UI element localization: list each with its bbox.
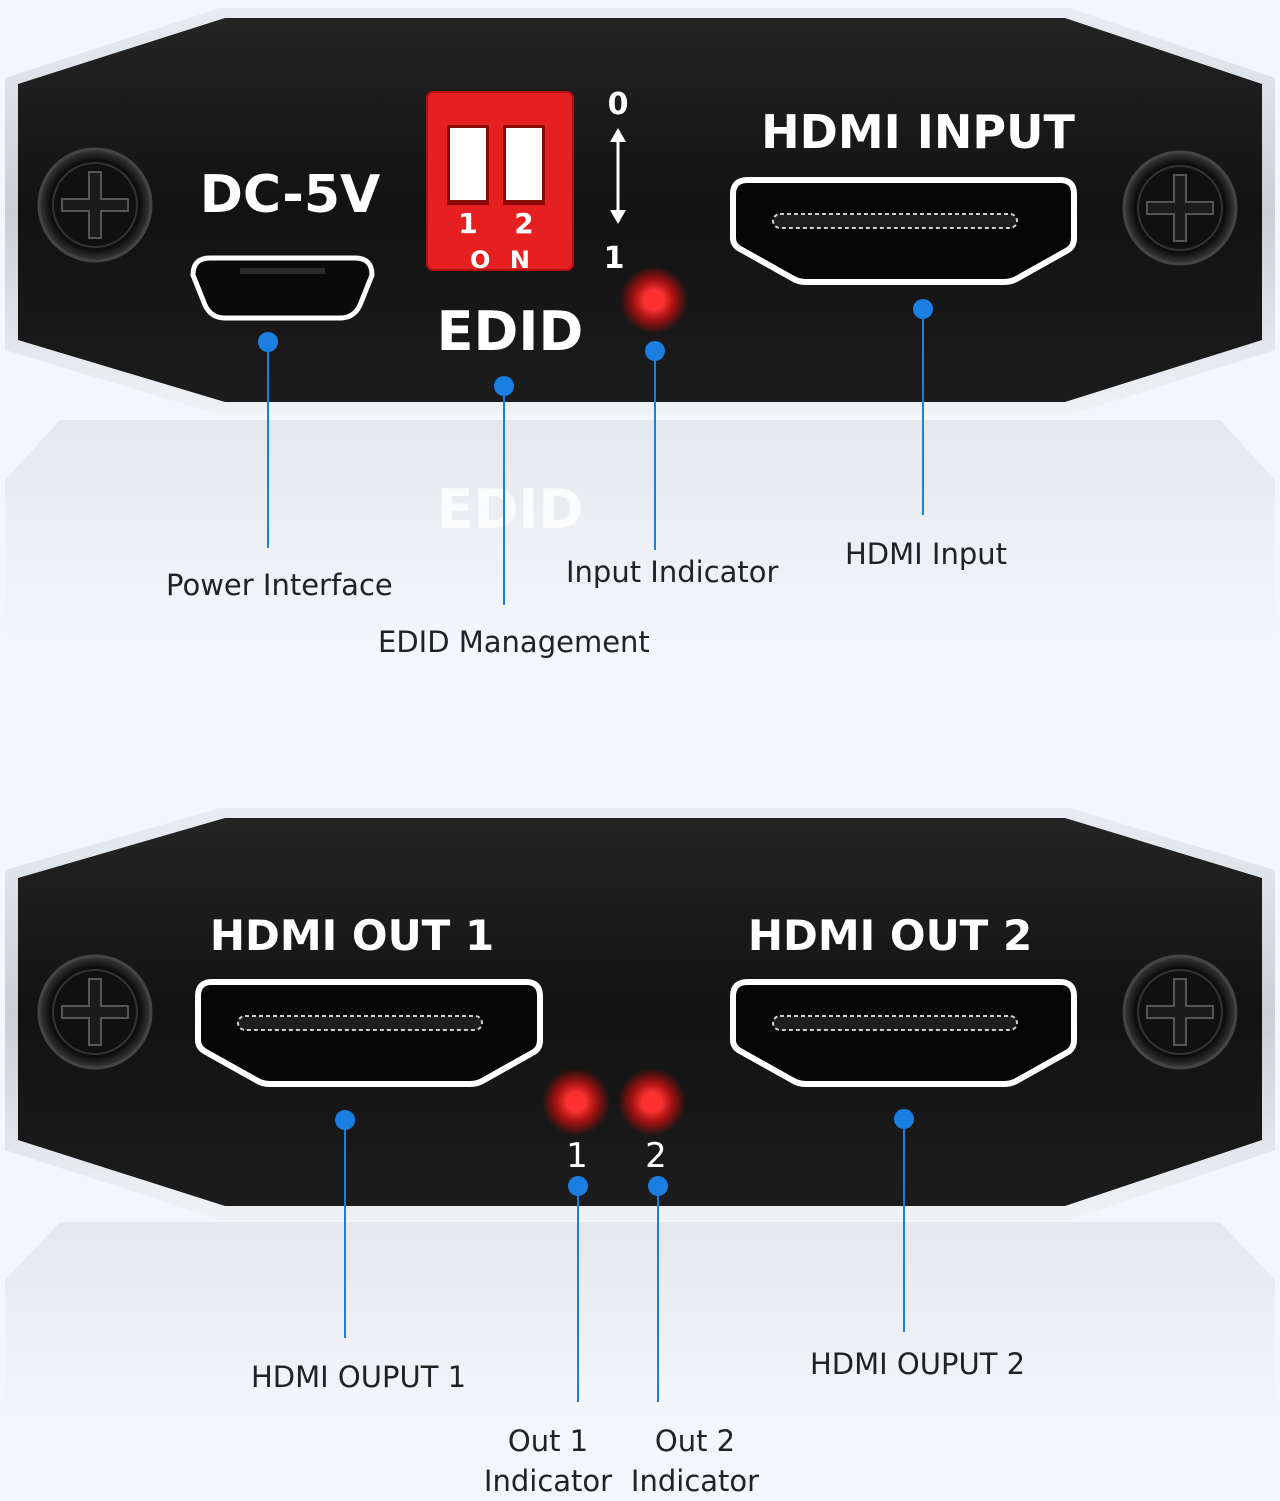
led-1-label: 1 [566, 1136, 588, 1176]
callout-dot-edid [494, 376, 514, 396]
edid-reflection-label: EDID [437, 478, 584, 541]
callout-dot-hdmi-output-1 [335, 1110, 355, 1130]
callout-out2-indicator-line2: Indicator [630, 1464, 760, 1498]
hdmi-input-label: HDMI INPUT [761, 105, 1075, 159]
callout-out2-indicator-line1: Out 2 [654, 1424, 736, 1458]
callout-dot-input-indicator [645, 341, 665, 361]
dip-switch-1-label: 1 [458, 207, 477, 240]
hdmi-out2-label: HDMI OUT 2 [748, 911, 1032, 960]
top-panel: DC-5V 1 2 ON 0 1 EDID [5, 8, 1275, 640]
callout-hdmi-output-2: HDMI OUPUT 2 [810, 1347, 1026, 1381]
top-panel-reflection [5, 420, 1275, 640]
callout-power-interface: Power Interface [166, 568, 393, 602]
callout-leaders [258, 299, 933, 1402]
hdmi-out1-label: HDMI OUT 1 [210, 911, 494, 960]
bottom-panel: HDMI OUT 1 HDMI OUT 2 1 2 [5, 808, 1275, 1420]
edid-label: EDID [437, 300, 584, 363]
callout-dot-power [258, 332, 278, 352]
screw-icon [1122, 150, 1238, 266]
led-2-label: 2 [645, 1136, 667, 1176]
output-2-led-core [642, 1092, 662, 1112]
screw-icon [37, 147, 153, 263]
callout-dot-hdmi-input [913, 299, 933, 319]
hdmi-output-2-port [730, 979, 1077, 1087]
input-led-core [644, 290, 664, 310]
callout-dot-out1-indicator [568, 1176, 588, 1196]
callout-hdmi-input: HDMI Input [845, 537, 1008, 571]
callout-edid-management: EDID Management [378, 625, 650, 659]
edid-dip-switch: 1 2 ON [426, 91, 574, 274]
output-1-led-core [566, 1092, 586, 1112]
dip-switch-2-label: 2 [514, 207, 533, 240]
double-arrow-icon [610, 128, 626, 224]
micro-usb-port [190, 255, 375, 321]
power-label: DC-5V [200, 165, 381, 225]
screw-icon [37, 954, 153, 1070]
callout-dot-hdmi-output-2 [894, 1109, 914, 1129]
callout-input-indicator: Input Indicator [566, 555, 779, 589]
bottom-panel-face [18, 818, 1262, 1206]
callout-dot-out2-indicator [648, 1176, 668, 1196]
hdmi-input-port [730, 177, 1077, 285]
bottom-panel-reflection [5, 1222, 1275, 1420]
callout-hdmi-output-1: HDMI OUPUT 1 [251, 1360, 467, 1394]
callout-out1-indicator-line2: Indicator [483, 1464, 613, 1498]
hdmi-output-1-port [195, 979, 543, 1087]
dip-scale-bottom-label: 1 [604, 241, 625, 276]
callout-out2-indicator: Out 2 Indicator [626, 1421, 764, 1501]
dip-scale-top-label: 0 [608, 87, 629, 122]
callout-out1-indicator: Out 1 Indicator [480, 1421, 616, 1501]
callout-out1-indicator-line1: Out 1 [507, 1424, 589, 1458]
screw-icon [1122, 954, 1238, 1070]
